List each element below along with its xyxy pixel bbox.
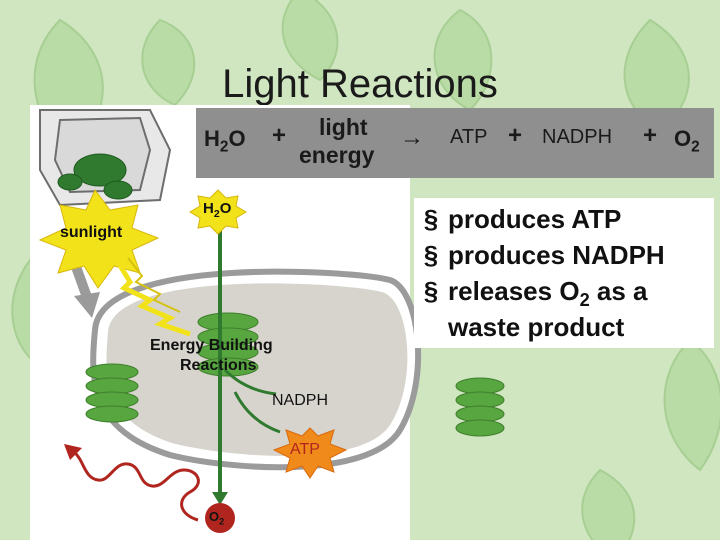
nadph-label: NADPH	[272, 392, 329, 409]
light-ray	[115, 260, 191, 337]
background-leaf	[581, 468, 636, 540]
heat-wave	[72, 450, 200, 522]
atp-arrow	[233, 391, 281, 434]
equation-product-nadph: NADPH	[542, 126, 613, 148]
bullet-item: waste product	[448, 312, 625, 342]
atp-label: ATP	[290, 441, 320, 458]
h2o-burst	[189, 189, 247, 235]
bullet-item: §produces NADPH	[414, 240, 665, 271]
equation-plus-3: +	[643, 122, 658, 149]
equation-plus-1: +	[272, 122, 287, 149]
o2-circle	[205, 503, 235, 533]
equation-product-o2: O2	[674, 126, 700, 156]
bullet-item: §releases O2 as a	[414, 276, 648, 311]
h2o-label: H2O	[203, 200, 232, 220]
zoom-arrowhead	[74, 292, 100, 318]
light-ray	[127, 257, 181, 313]
bullet-marker: §	[423, 240, 439, 270]
granum-stack-center	[197, 312, 259, 377]
equation-bar: H2O + light energy → ATP + NADPH + O2	[196, 108, 714, 178]
reactions-label: Reactions	[180, 357, 257, 374]
equation-light: light	[319, 114, 368, 140]
equation-product-atp: ATP	[450, 126, 488, 148]
granum-stack-right	[455, 377, 505, 437]
sunlight-label: sunlight	[60, 224, 123, 241]
bullet-item: §produces ATP	[414, 204, 622, 235]
granum-stack-left	[85, 363, 139, 423]
nadph-arrow	[223, 368, 277, 396]
heat-wave-arrowhead	[64, 444, 82, 460]
chloroplast-sketch	[57, 153, 133, 200]
background-leaf	[281, 0, 339, 82]
sunlight-burst	[38, 189, 160, 289]
equation-reactant: H2O	[204, 126, 246, 156]
equation-energy: energy	[299, 142, 375, 168]
background-leaf	[663, 338, 720, 472]
o2-label: O2	[209, 509, 225, 527]
equation-plus-2: +	[508, 122, 523, 149]
bullet-marker: §	[423, 276, 439, 306]
bullet-marker: §	[423, 204, 439, 234]
atp-burst	[272, 427, 348, 479]
slide-title: Light Reactions	[222, 62, 498, 106]
bullet-list: §produces ATP §produces NADPH §releases …	[414, 198, 714, 348]
energy-building-label: Energy Building	[150, 337, 273, 354]
equation-arrow: →	[400, 124, 424, 151]
water-flow-arrowhead	[212, 492, 228, 505]
